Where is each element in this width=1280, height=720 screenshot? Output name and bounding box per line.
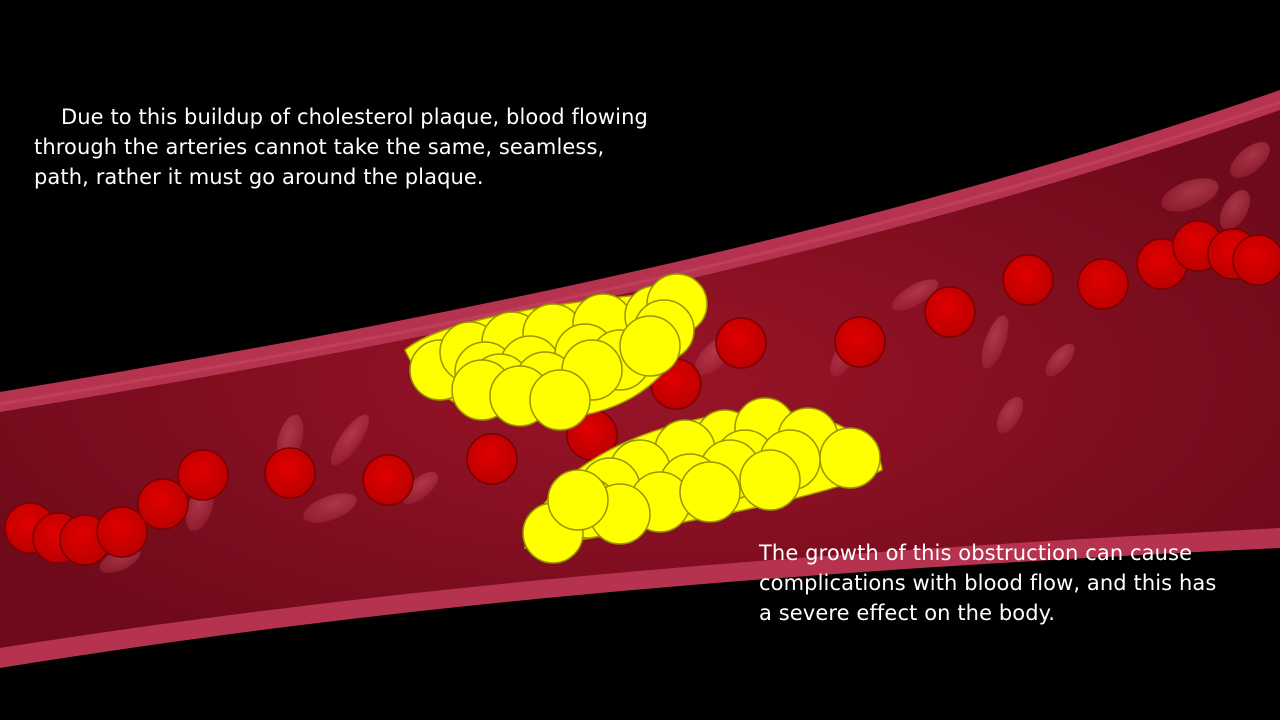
plaque-cell (819, 427, 881, 489)
plaque-cell (547, 469, 609, 531)
ghost-blood-cell (981, 315, 1009, 369)
red-blood-cell (137, 478, 189, 530)
red-blood-cells (4, 220, 1280, 566)
red-blood-cell (264, 447, 316, 499)
vessel-wall-highlight (0, 100, 1280, 406)
red-blood-cell (362, 454, 414, 506)
plaque-cell (679, 461, 741, 523)
ghost-blood-cell (891, 279, 939, 311)
red-blood-cell (177, 449, 229, 501)
ghost-blood-cell (1230, 142, 1270, 178)
plaque-deposit-lower (522, 397, 883, 564)
red-blood-cell (715, 317, 767, 369)
ghost-blood-cell (401, 471, 439, 505)
plaque-cell (619, 315, 681, 377)
ghost-blood-cell (330, 414, 370, 466)
red-blood-cell (834, 316, 886, 368)
ghost-blood-cell (303, 493, 357, 523)
ghost-blood-cell (996, 396, 1024, 434)
red-blood-cell (1077, 258, 1129, 310)
ghost-blood-cell (1219, 190, 1251, 230)
red-blood-cell (1232, 234, 1280, 286)
plaque-deposit-upper (404, 273, 708, 431)
caption-top: Due to this buildup of cholesterol plaqu… (34, 105, 648, 189)
red-blood-cell (924, 286, 976, 338)
red-blood-cell (1002, 254, 1054, 306)
red-blood-cell (96, 506, 148, 558)
red-blood-cell (466, 433, 518, 485)
ghost-blood-cell (1045, 343, 1075, 377)
plaque-cell (529, 369, 591, 431)
caption-bottom: The growth of this obstruction can cause… (759, 541, 1217, 625)
plaque-cell (739, 449, 801, 511)
ghost-blood-cell (1161, 178, 1219, 212)
